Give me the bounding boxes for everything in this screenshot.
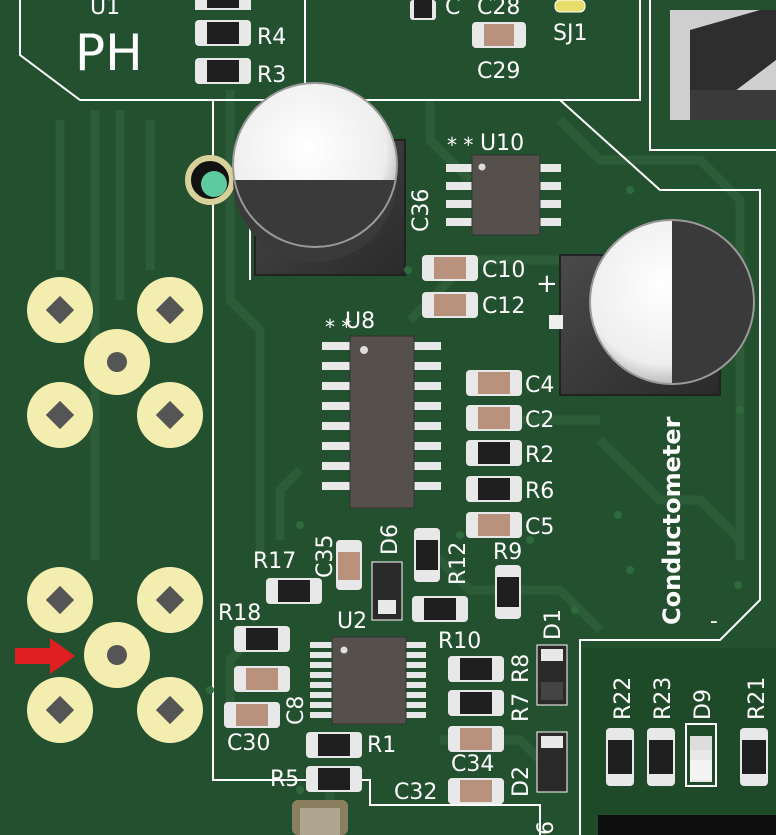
label-u2: U2 — [337, 609, 367, 634]
label-d1: D1 — [541, 609, 566, 640]
sensor-top-right — [670, 10, 776, 120]
label-r10: R10 — [438, 629, 481, 654]
ic-u8 — [322, 335, 441, 509]
label-c4: C4 — [525, 373, 554, 398]
label-r21: R21 — [745, 677, 770, 720]
label-u1: U1 — [90, 0, 120, 20]
label-r17: R17 — [253, 549, 296, 574]
label-r23: R23 — [651, 677, 676, 720]
label-c36: C36 — [409, 189, 434, 232]
label-d6: D6 — [378, 524, 403, 555]
label-c34: C34 — [451, 752, 494, 777]
label-r22: R22 — [611, 677, 636, 720]
label-c30: C30 — [227, 731, 270, 756]
label-c5: C5 — [525, 515, 554, 540]
label-r7: R7 — [509, 693, 534, 722]
label-r18: R18 — [218, 601, 261, 626]
label-c12: C12 — [482, 294, 525, 319]
label-plus: + — [536, 269, 558, 299]
pin1-arrow-icon — [15, 638, 75, 674]
label-r9: R9 — [493, 540, 522, 565]
label-sj1: SJ1 — [553, 21, 587, 46]
label-c29: C29 — [477, 59, 520, 84]
vias — [206, 186, 744, 794]
label-star-u10: * * — [447, 133, 473, 157]
capacitor-conductometer — [549, 219, 755, 396]
label-conductometer: Conductometer — [658, 416, 686, 625]
label-r2: R2 — [525, 443, 554, 468]
smd-parts — [195, 0, 768, 835]
label-c2: C2 — [525, 408, 554, 433]
label-c32: C32 — [394, 780, 437, 805]
label-c-partial: C — [445, 0, 460, 20]
label-c28: C28 — [477, 0, 520, 20]
label-ph: PH — [75, 24, 143, 82]
mounting-hole-core — [201, 171, 227, 197]
label-r4: R4 — [257, 25, 286, 50]
label-r3: R3 — [257, 63, 286, 88]
label-d9: D9 — [691, 689, 716, 720]
ic-u10 — [446, 154, 561, 236]
label-r1: R1 — [367, 733, 396, 758]
label-r8: R8 — [509, 654, 534, 683]
silkscreen-labels: U1 PH R4 R3 C C28 C29 SJ1 * * U10 C36 C1… — [75, 0, 770, 835]
label-u8: U8 — [345, 309, 375, 334]
connector-strip — [598, 815, 776, 835]
ic-u2 — [310, 636, 426, 725]
label-c35: C35 — [313, 535, 338, 578]
label-star-u8: * * — [325, 315, 351, 339]
din-connector-bottom — [27, 567, 203, 743]
label-r5: R5 — [270, 767, 299, 792]
label-d2: D2 — [509, 766, 534, 797]
label-c8: C8 — [284, 696, 309, 725]
label-c10: C10 — [482, 258, 525, 283]
din-connector-top — [27, 277, 203, 448]
label-u10: U10 — [480, 131, 524, 156]
capacitor-c36 — [232, 82, 406, 276]
label-six: 6 — [534, 821, 559, 835]
label-r6: R6 — [525, 479, 554, 504]
label-r12: R12 — [446, 542, 471, 585]
label-minus: - — [710, 609, 718, 634]
